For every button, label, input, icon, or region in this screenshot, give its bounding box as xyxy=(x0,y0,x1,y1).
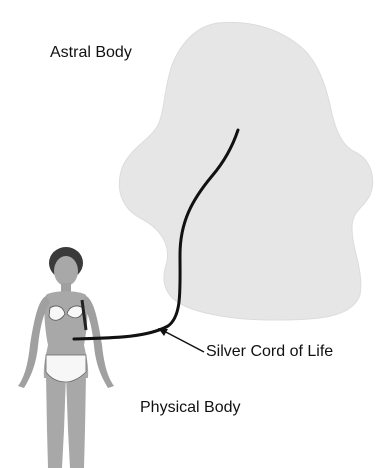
figure-right-leg xyxy=(66,375,86,468)
figure-head xyxy=(54,256,78,286)
astral-body-label: Astral Body xyxy=(50,44,132,62)
physical-body-label: Physical Body xyxy=(140,399,241,417)
silver-cord-label: Silver Cord of Life xyxy=(206,343,333,361)
physical-body-figure xyxy=(18,247,114,468)
astral-body-shape xyxy=(119,22,372,320)
figure-left-leg xyxy=(46,375,66,468)
silver-cord-pointer xyxy=(162,330,204,352)
